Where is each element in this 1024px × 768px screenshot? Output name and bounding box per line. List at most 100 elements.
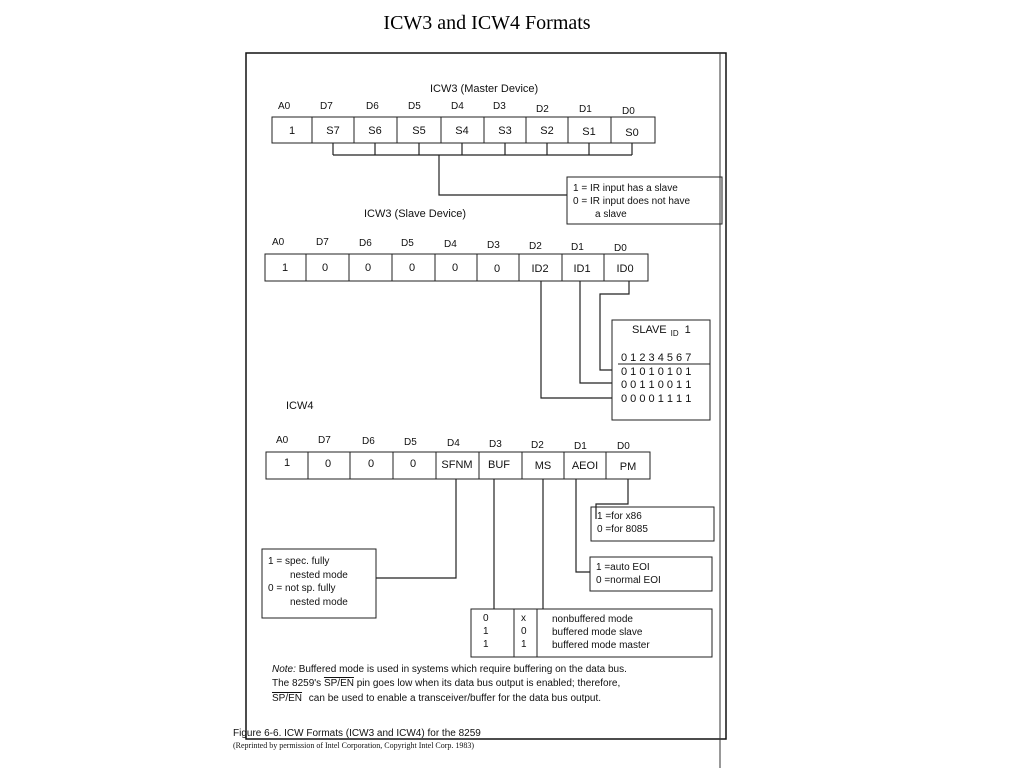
register-cell: 0 — [365, 262, 371, 274]
icw3-master-register: 1 S7 S6 S5 S4 S3 S2 S1 S0 — [271, 116, 656, 144]
register-cell: 0 — [368, 458, 374, 470]
register-cell: S4 — [455, 125, 468, 137]
bit-header: D0 — [614, 243, 627, 254]
slave-id-row: 0 0 1 1 0 0 1 1 — [621, 379, 691, 391]
slave-id-row: 0 1 0 1 0 1 0 1 — [621, 366, 691, 378]
bit-header: D3 — [487, 240, 500, 251]
bit-header: D4 — [444, 239, 457, 250]
register-cell: 1 — [289, 125, 295, 137]
register-cell: S2 — [540, 125, 553, 137]
icw3-slave-headers: A0 D7 D6 D5 D4 D3 D2 D1 D0 — [272, 237, 627, 254]
legend-line: a slave — [595, 209, 627, 220]
legend-line: 0 =normal EOI — [596, 575, 661, 586]
bit-header: D2 — [531, 440, 544, 451]
figure-credit: (Reprinted by permission of Intel Corpor… — [233, 741, 474, 750]
mode-desc: buffered mode slave — [552, 627, 643, 638]
icw3-master-title: ICW3 (Master Device) — [430, 83, 538, 95]
bit-header: D2 — [529, 241, 542, 252]
register-cell: BUF — [488, 459, 510, 471]
register-cell: S1 — [582, 126, 595, 138]
register-cell: 0 — [322, 262, 328, 274]
bit-header: A0 — [278, 101, 291, 112]
legend-line: 0 = not sp. fully — [268, 583, 336, 594]
bit-header: D5 — [408, 101, 421, 112]
icw3-master-headers: A0 D7 D6 D5 D4 D3 D2 D1 D0 — [278, 101, 635, 117]
bit-header: D0 — [617, 441, 630, 452]
pm-legend: 1 =for x86 0 =for 8085 — [590, 506, 715, 542]
bit-header: D6 — [359, 238, 372, 249]
slave-id-header: 0 1 2 3 4 5 6 7 — [621, 352, 691, 364]
legend-line: nested mode — [290, 570, 348, 581]
legend-line: 1 =for x86 — [597, 511, 642, 522]
register-cell: S6 — [368, 125, 381, 137]
register-cell: 0 — [410, 458, 416, 470]
ms-cell: x — [521, 613, 526, 624]
legend-line: 1 = spec. fully — [268, 556, 329, 567]
legend-line: 1 = IR input has a slave — [573, 183, 678, 194]
register-cell: 0 — [494, 263, 500, 275]
bit-header: D2 — [536, 104, 549, 115]
icw4-connectors — [376, 479, 629, 609]
register-cell: 0 — [325, 458, 331, 470]
bit-header: D3 — [493, 101, 506, 112]
bit-header: D7 — [318, 435, 331, 446]
register-cell: 1 — [284, 457, 290, 469]
mode-desc: buffered mode master — [552, 640, 650, 651]
buffered-mode-note: Note: Buffered mode is used in systems w… — [272, 664, 627, 704]
register-cell: SFNM — [441, 459, 472, 471]
bit-header: D7 — [320, 101, 333, 112]
legend-line: 0 =for 8085 — [597, 524, 648, 535]
register-cell: MS — [535, 460, 552, 472]
register-cell: AEOI — [572, 460, 598, 472]
buffer-mode-table: 0 x nonbuffered mode 1 0 buffered mode s… — [470, 608, 713, 658]
register-cell: S7 — [326, 125, 339, 137]
icw3-slave-title: ICW3 (Slave Device) — [364, 208, 466, 220]
register-cell: ID1 — [573, 263, 590, 275]
register-cell: 0 — [409, 262, 415, 274]
slave-id-connectors — [540, 281, 630, 399]
register-cell: 1 — [282, 262, 288, 274]
bit-header: A0 — [272, 237, 285, 248]
bit-header: D5 — [401, 238, 414, 249]
register-cell: ID2 — [531, 263, 548, 275]
bit-header: D1 — [571, 242, 584, 253]
legend-line: 0 = IR input does not have — [573, 196, 690, 207]
register-cell: 0 — [452, 262, 458, 274]
slave-id-row: 0 0 0 0 1 1 1 1 — [621, 393, 691, 405]
legend-line: nested mode — [290, 597, 348, 608]
page-border — [245, 52, 727, 740]
icw3-slave-register: 1 0 0 0 0 0 ID2 ID1 ID0 — [264, 253, 649, 282]
slide-title: ICW3 and ICW4 Formats — [383, 12, 591, 34]
register-cell: PM — [620, 461, 637, 473]
aeoi-legend: 1 =auto EOI 0 =normal EOI — [589, 556, 713, 592]
register-cell: S3 — [498, 125, 511, 137]
bit-header: D4 — [451, 101, 464, 112]
note-line-3: SP/EN can be used to enable a transceive… — [272, 693, 601, 704]
legend-line: 1 =auto EOI — [596, 562, 650, 573]
bit-header: D1 — [574, 441, 587, 452]
bit-header: D1 — [579, 104, 592, 115]
note-line-2: The 8259's SP/EN pin goes low when its d… — [272, 678, 620, 689]
icw4-headers: A0 D7 D6 D5 D4 D3 D2 D1 D0 — [276, 435, 630, 452]
bit-header: D6 — [366, 101, 379, 112]
ms-cell: 1 — [521, 639, 527, 650]
mode-desc: nonbuffered mode — [552, 614, 633, 625]
icw4-register: 1 0 0 0 SFNM BUF MS AEOI PM — [265, 451, 651, 480]
ms-cell: 0 — [521, 626, 527, 637]
register-cell: ID0 — [616, 263, 633, 275]
bit-header: A0 — [276, 435, 289, 446]
icw3-master-bracket — [332, 143, 633, 196]
register-cell: S0 — [625, 127, 638, 139]
icw4-title: ICW4 — [286, 400, 314, 412]
buf-cell: 1 — [483, 639, 489, 650]
bit-header: D7 — [316, 237, 329, 248]
sfnm-legend: 1 = spec. fully nested mode 0 = not sp. … — [261, 548, 377, 619]
bit-header: D4 — [447, 438, 460, 449]
note-line-1: Note: Buffered mode is used in systems w… — [272, 664, 627, 675]
bit-header: D5 — [404, 437, 417, 448]
bit-header: D0 — [622, 106, 635, 117]
bit-header: D3 — [489, 439, 502, 450]
